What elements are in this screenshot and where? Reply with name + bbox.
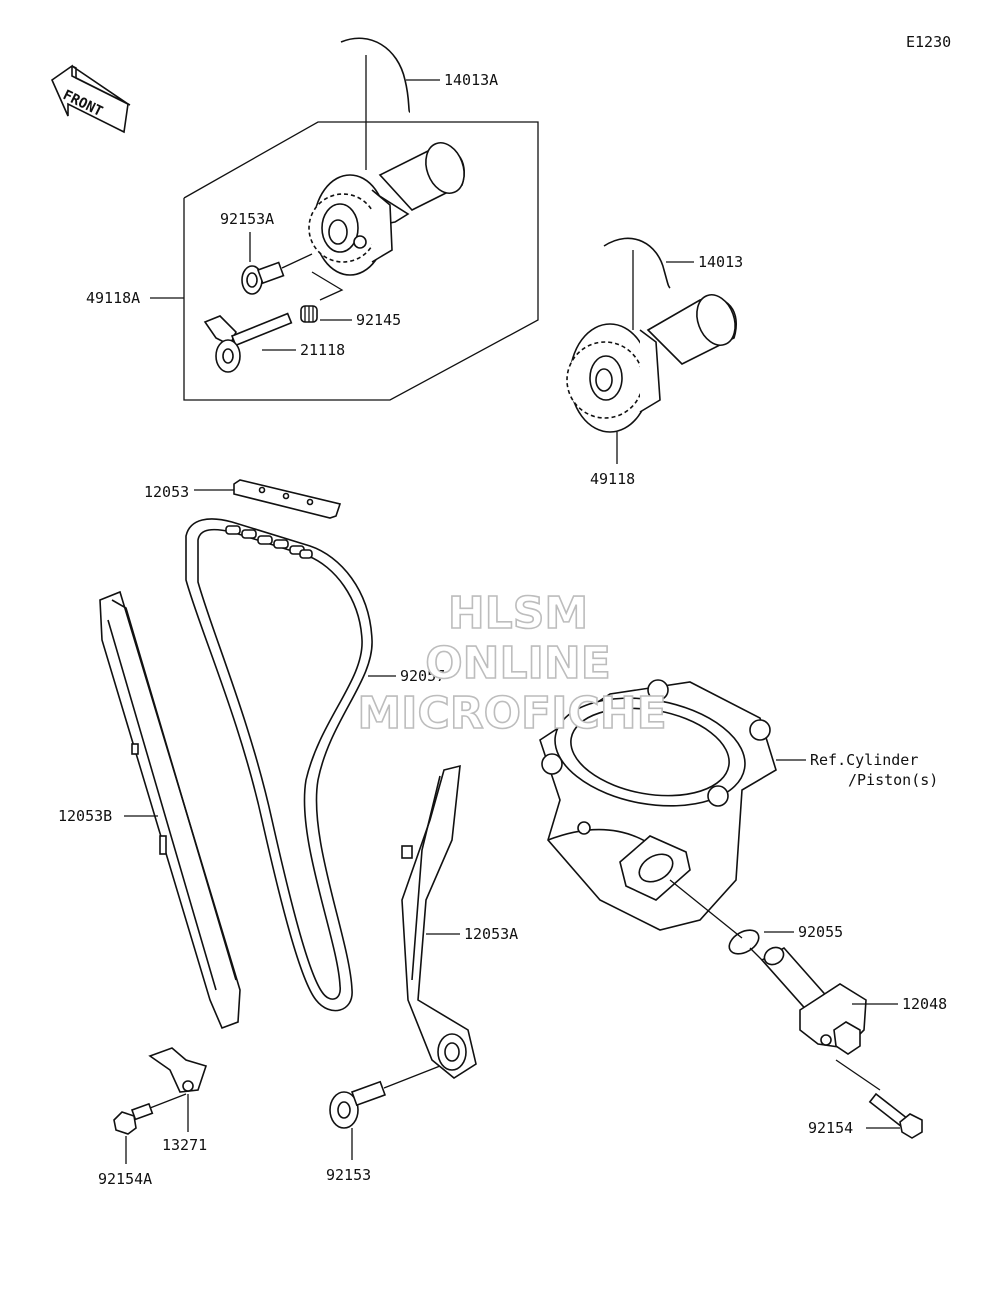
circlip-14013-icon (603, 237, 671, 289)
ref-note-line1[interactable]: Ref.Cylinder (810, 751, 918, 769)
chain-guide-12053-icon (233, 479, 342, 519)
leader-cyl-oring (669, 879, 743, 939)
cam-chain-icon (185, 518, 373, 1012)
cylinder-icon (539, 679, 777, 931)
intake-cam-icon (308, 142, 465, 276)
label-14013[interactable]: 14013 (698, 253, 743, 271)
assembly-box-49118A (183, 121, 539, 401)
chain-guide-12053B-icon (99, 590, 241, 1030)
bracket-13271-icon (148, 1047, 208, 1093)
leader-oring-tensioner (749, 947, 763, 961)
tensioner-guide-12053A-icon (401, 764, 477, 1079)
label-92055[interactable]: 92055 (798, 923, 843, 941)
decomp-lever-21118-icon (203, 312, 293, 373)
bolt-92154A-icon (113, 1102, 154, 1135)
label-92057[interactable]: 92057 (400, 667, 445, 685)
label-92154[interactable]: 92154 (808, 1119, 853, 1137)
leader-92153-bolt (383, 1065, 441, 1089)
bolt-92154-icon (868, 1092, 923, 1139)
label-92153[interactable]: 92153 (326, 1166, 371, 1184)
oring-92055-icon (728, 929, 760, 955)
leader-tensioner-bolt (835, 1059, 881, 1091)
label-21118[interactable]: 21118 (300, 341, 345, 359)
label-49118A[interactable]: 49118A (86, 289, 140, 307)
leader-92145-up (311, 271, 344, 301)
label-12053[interactable]: 12053 (144, 483, 189, 501)
label-92153A[interactable]: 92153A (220, 210, 274, 228)
watermark-line3: MICROFICHE (357, 688, 666, 739)
label-12053B[interactable]: 12053B (58, 807, 112, 825)
label-12053A[interactable]: 12053A (464, 925, 518, 943)
label-92145[interactable]: 92145 (356, 311, 401, 329)
leader-92153A-bolt (281, 253, 313, 269)
label-49118[interactable]: 49118 (590, 470, 635, 488)
circlip-14013A-icon (340, 37, 411, 113)
label-12048[interactable]: 12048 (902, 995, 947, 1013)
front-arrow-icon: FRONT (51, 64, 131, 134)
label-14013A[interactable]: 14013A (444, 71, 498, 89)
exhaust-cam-icon (566, 294, 737, 433)
watermark: HLSM ONLINE MICROFICHE (357, 587, 668, 740)
watermark-line1: HLSM (448, 588, 588, 639)
ref-note-line2[interactable]: /Piston(s) (848, 771, 938, 789)
spring-92145-icon (300, 305, 318, 323)
label-13271[interactable]: 13271 (162, 1136, 207, 1154)
label-92154A[interactable]: 92154A (98, 1170, 152, 1188)
leader-92154A-bolt (149, 1093, 187, 1109)
bolt-92153A-icon (241, 261, 285, 295)
tensioner-icon (760, 946, 867, 1055)
diagram-code: E1230 (906, 33, 951, 51)
watermark-line2: ONLINE (425, 638, 611, 689)
bolt-92153-icon (329, 1080, 387, 1129)
